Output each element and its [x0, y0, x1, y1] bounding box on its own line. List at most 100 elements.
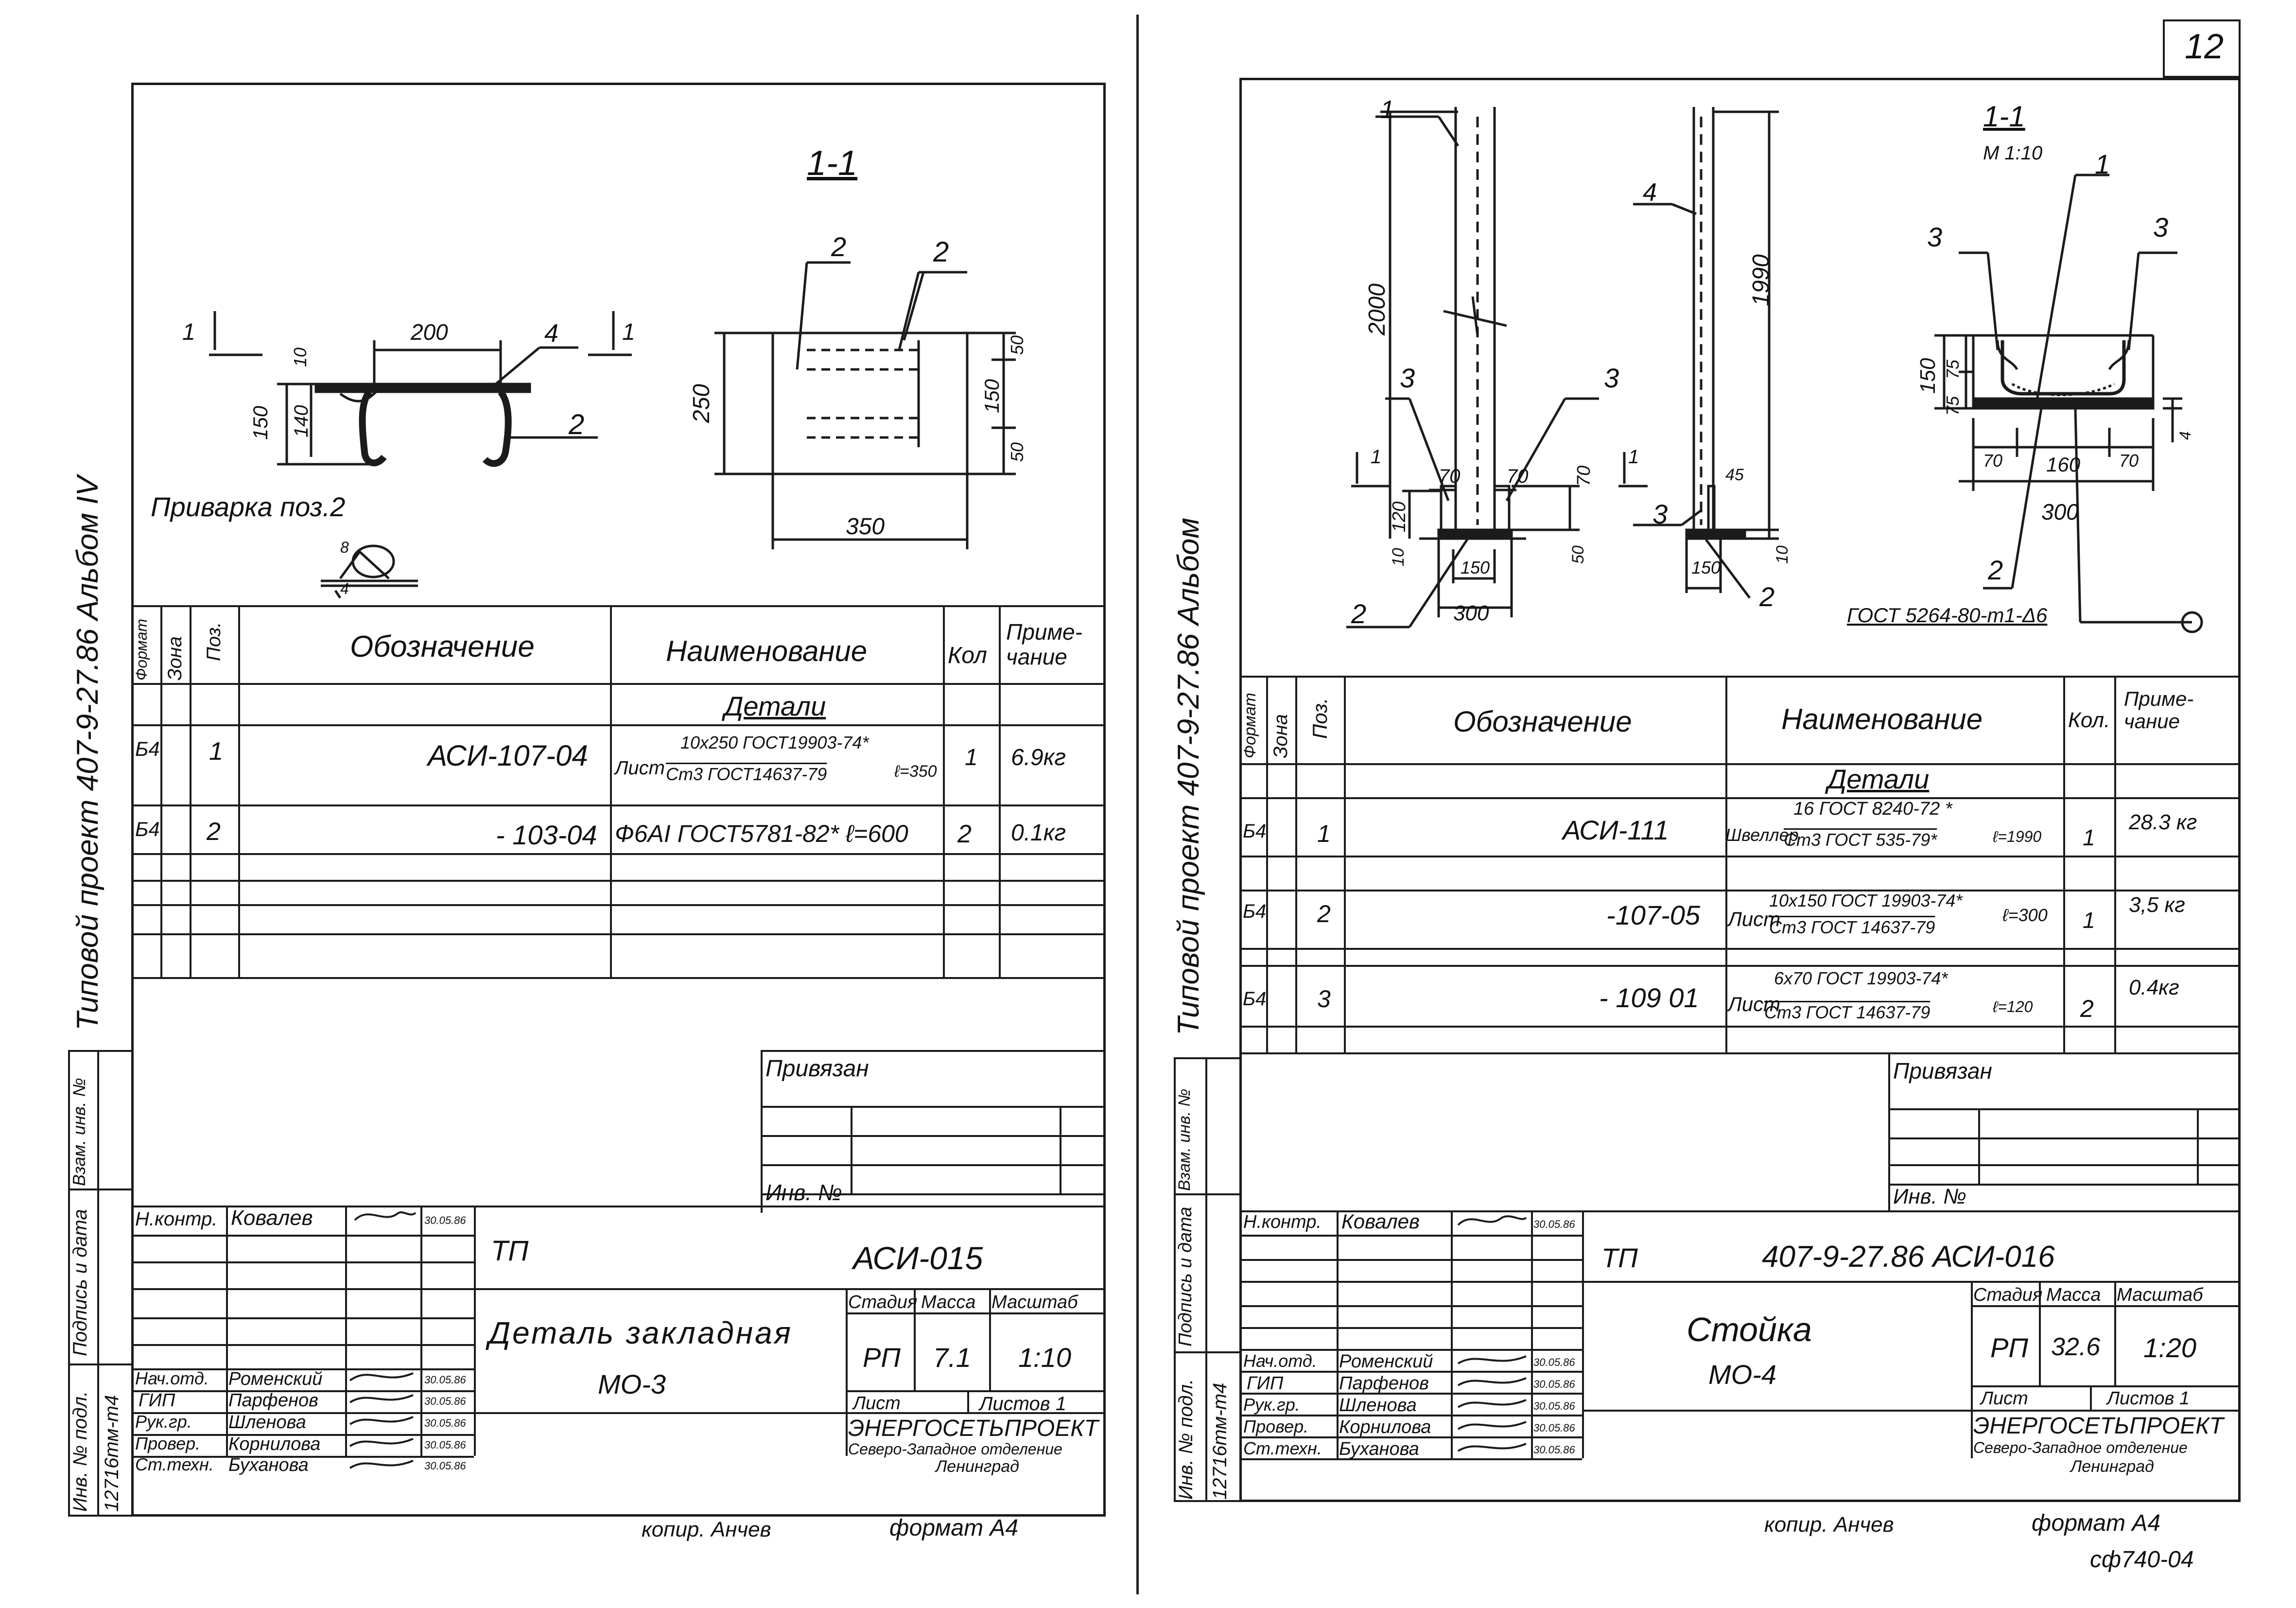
part-label: 3: [1927, 222, 1943, 252]
weld-note: ГОСТ 5264-80-т1-Δ6: [1847, 604, 2048, 627]
date: 30.05.86: [1533, 1422, 1575, 1434]
role: Н.контр.: [1243, 1212, 1322, 1232]
stamp-tp: ТП: [491, 1235, 529, 1267]
format-note: формат А4: [2032, 1510, 2161, 1536]
part-label: 3: [1652, 499, 1668, 529]
cell-name-bottom: Ф6AI ГОСТ5781-82* ℓ=600: [615, 820, 908, 847]
spec-header-designation: Обозначение: [350, 630, 535, 664]
dimension: 70: [1507, 466, 1529, 487]
part-label: 2: [933, 236, 949, 268]
cell-qty: 2: [957, 820, 972, 848]
stamp-org-branch: Северо-Западное отделение: [1973, 1439, 2188, 1456]
cell-name-top: 10x250 ГОСТ19903-74*: [680, 733, 869, 752]
part-label: 4: [544, 319, 558, 348]
cell-designation: - 103-04: [496, 820, 597, 850]
stamp-scale: 1:10: [1018, 1342, 1071, 1373]
date: 30.05.86: [1533, 1444, 1575, 1456]
stamp-scale: 1:20: [2143, 1332, 2196, 1363]
stamp-title: Деталь закладная: [488, 1315, 793, 1350]
dimension: 70: [1983, 451, 2003, 471]
surname: Роменский: [228, 1369, 323, 1389]
role: Ст.техн.: [1243, 1438, 1322, 1458]
cell-pos: 2: [207, 818, 221, 846]
part-label: 2: [1988, 555, 2003, 585]
stamp-scale-header: Масштаб: [991, 1292, 1078, 1312]
role: Провер.: [135, 1433, 201, 1453]
cell-format: Б4: [1243, 901, 1267, 922]
section-scale: М 1:10: [1983, 142, 2043, 164]
cell-pos: 1: [1317, 820, 1331, 847]
cell-name-bottom: Ст3 ГОСТ 535-79*: [1784, 830, 1937, 850]
cell-note: 0.1кг: [1011, 820, 1066, 846]
cell-designation: - 109 01: [1599, 982, 1699, 1013]
part-label: 3: [2153, 212, 2169, 243]
stamp-stage-header: Стадия: [848, 1292, 918, 1312]
cell-pos: 3: [1317, 985, 1331, 1013]
role: ГИП: [139, 1390, 175, 1411]
weld-label: Приварка поз.2: [151, 491, 346, 522]
cell-name-len: ℓ=120: [1993, 998, 2033, 1015]
dimension: 150: [1691, 558, 1721, 577]
cell-name-bottom: Ст3 ГОСТ 14637-79: [1764, 1002, 1931, 1022]
role: ГИП: [1247, 1373, 1284, 1394]
stamp-stage: РП: [1990, 1332, 2028, 1363]
part-label: 3: [1604, 363, 1619, 393]
page-number: 12: [2185, 27, 2224, 66]
cell-pos: 1: [209, 737, 223, 766]
spec-header-name: Наименование: [666, 635, 868, 667]
stamp-title: Стойка: [1687, 1311, 1812, 1348]
signatures: [349, 1211, 417, 1469]
surname: Шленова: [1339, 1395, 1417, 1416]
part-label: 1: [182, 319, 195, 345]
spec-header-qty: Кол: [948, 643, 987, 668]
spec-section-title: Детали: [724, 691, 826, 721]
surname: Парфенов: [228, 1390, 318, 1411]
part-label: 1: [622, 319, 635, 345]
cell-name-prefix: Швеллер: [1725, 825, 1799, 845]
sheet-code: сф740-04: [2090, 1547, 2194, 1573]
section-title: 1-1: [807, 144, 858, 183]
cell-name-bottom: Ст3 ГОСТ 14637-79: [1769, 917, 1935, 937]
surname: Корнилова: [228, 1434, 321, 1454]
stamp-org-city: Ленинград: [2070, 1457, 2154, 1476]
stamp-sheets: Листов 1: [979, 1393, 1067, 1415]
format-note: формат А4: [889, 1515, 1019, 1541]
surname: Ковалев: [231, 1206, 313, 1230]
stamp-mass: 7.1: [933, 1342, 971, 1373]
cell-name-prefix: Лист: [615, 757, 665, 779]
surname: Роменский: [1339, 1351, 1433, 1372]
date: 30.05.86: [1533, 1218, 1575, 1230]
stamp-sheet: Лист: [853, 1393, 901, 1414]
cell-note: 6.9кг: [1011, 745, 1066, 770]
copyist-note: копир. Анчев: [642, 1518, 771, 1541]
date: 30.05.86: [1533, 1400, 1575, 1412]
date: 30.05.86: [424, 1374, 466, 1386]
cell-name-prefix: Лист: [1728, 908, 1781, 930]
cell-qty: 1: [2083, 908, 2095, 933]
sheet-divider: [1136, 15, 1139, 1594]
date: 30.05.86: [424, 1460, 466, 1472]
stamp-mass: 32.6: [2051, 1333, 2101, 1361]
date: 30.05.86: [424, 1395, 466, 1407]
dimension: 70: [1439, 466, 1461, 487]
cell-name-bottom: Ст3 ГОСТ14637-79: [666, 764, 827, 784]
spec-header-name: Наименование: [1781, 703, 1983, 735]
inventory-label: Инв. №: [1893, 1185, 1966, 1208]
spec-section-title: Детали: [1827, 764, 1930, 794]
stamp-scale-header: Масштаб: [2117, 1285, 2203, 1305]
stamp-sheets: Листов 1: [2107, 1388, 2190, 1409]
cell-qty: 2: [2080, 995, 2094, 1022]
stamp-mark: МО-3: [598, 1369, 666, 1399]
surname: Корнилова: [1339, 1417, 1431, 1437]
part-label: 1: [2095, 149, 2110, 179]
stamp-stage-header: Стадия: [1973, 1285, 2043, 1305]
column-drawing: [1346, 107, 2203, 633]
stamp-org: ЭНЕРГОСЕТЬПРОЕКТ: [848, 1416, 1098, 1441]
role: Рук.гр.: [135, 1412, 192, 1432]
date: 30.05.86: [424, 1417, 466, 1429]
inventory-label: Инв. №: [765, 1180, 842, 1205]
role: Н.контр.: [135, 1208, 218, 1230]
role: Ст.техн.: [135, 1454, 214, 1474]
cell-format: Б4: [135, 818, 160, 840]
cell-name-prefix: Лист: [1728, 993, 1781, 1015]
